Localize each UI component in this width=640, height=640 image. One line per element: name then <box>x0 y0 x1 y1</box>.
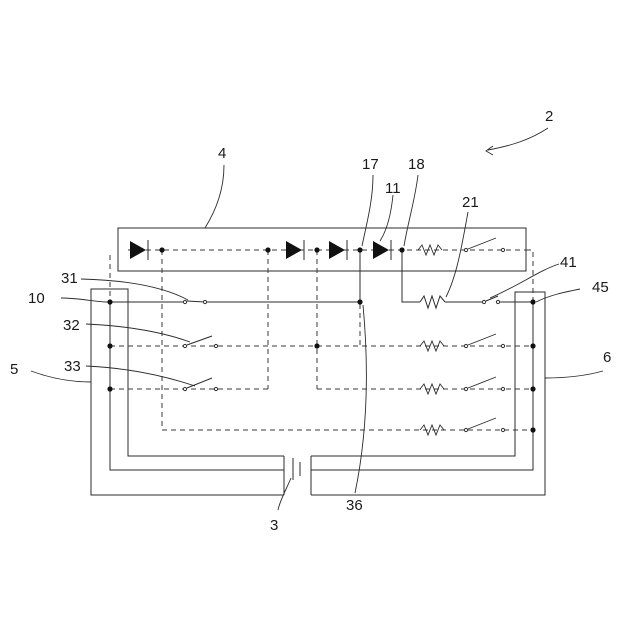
label-6: 6 <box>603 349 611 366</box>
leader-lines <box>31 128 603 510</box>
label-10: 10 <box>28 290 45 307</box>
resistor-21-icon <box>420 296 445 308</box>
resistor-icon <box>420 341 444 351</box>
label-17: 17 <box>362 156 379 173</box>
led-diode <box>286 240 304 260</box>
label-2: 2 <box>545 108 553 125</box>
label-18: 18 <box>408 156 425 173</box>
solid-wiring <box>110 250 533 302</box>
led-diode <box>130 240 148 260</box>
junction-dots <box>107 247 535 432</box>
resistors <box>418 245 445 435</box>
label-31: 31 <box>61 270 78 287</box>
label-41: 41 <box>560 254 577 271</box>
led-diode <box>329 240 347 260</box>
label-4: 4 <box>218 145 226 162</box>
led-diodes <box>130 240 391 260</box>
label-5: 5 <box>10 361 18 378</box>
label-11: 11 <box>385 180 401 197</box>
label-32: 32 <box>63 317 80 334</box>
label-21: 21 <box>462 194 479 211</box>
switch-31-icon <box>183 300 206 303</box>
led-diode-11 <box>373 240 391 260</box>
label-3: 3 <box>270 517 278 534</box>
battery-3 <box>284 456 311 495</box>
resistor-icon <box>420 384 444 394</box>
left-frame-5 <box>91 289 284 495</box>
label-33: 33 <box>64 358 81 375</box>
label-36: 36 <box>346 497 363 514</box>
label-45: 45 <box>592 279 609 296</box>
dashed-wiring <box>110 250 533 430</box>
